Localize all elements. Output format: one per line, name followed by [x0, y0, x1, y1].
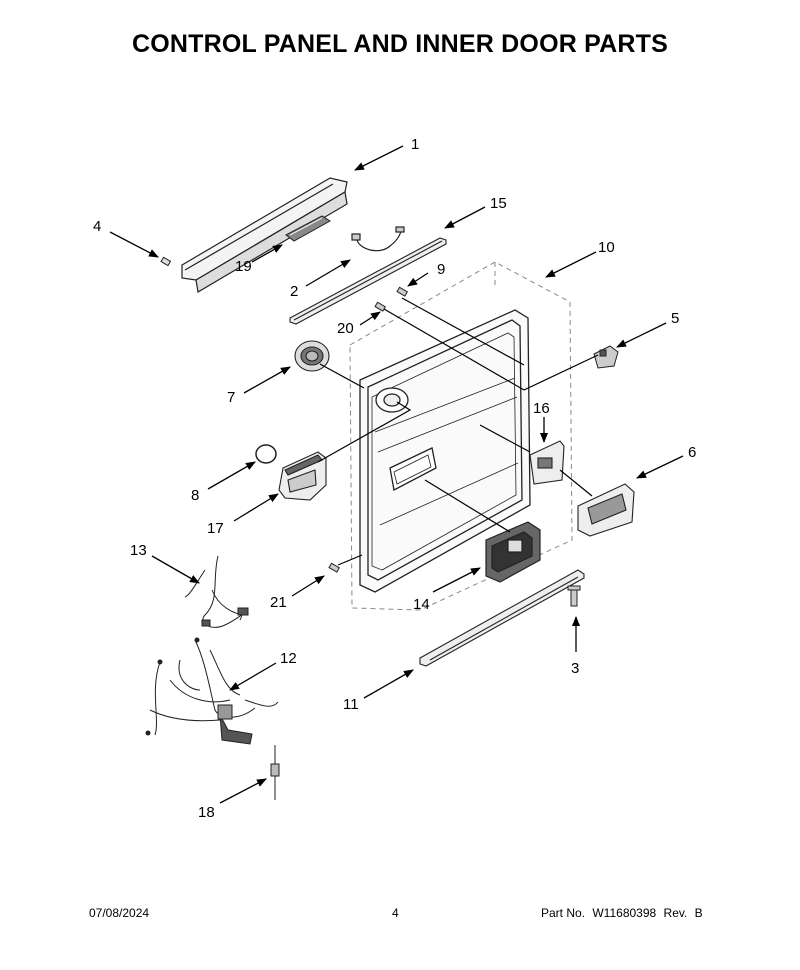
control-panel-console	[181, 177, 348, 293]
callout-11: 11	[343, 696, 359, 713]
rev-label: Rev.	[663, 906, 688, 920]
thermal-fuse	[270, 745, 280, 800]
footer-part-info: Part No. W11680398 Rev. B	[541, 906, 707, 920]
leader-lines	[317, 297, 599, 566]
dispenser-assembly	[278, 451, 327, 501]
callout-2: 2	[290, 283, 298, 300]
callout-5: 5	[671, 310, 679, 327]
vent-assembly	[294, 340, 330, 372]
rev-value: B	[694, 906, 703, 920]
footer-date: 07/08/2024	[89, 906, 150, 920]
door-latch	[593, 345, 619, 369]
callout-13: 13	[130, 542, 147, 559]
callout-numbers: 1 2 3 4 5 6 7 8 9 10 11 12 13 14 15 16 1…	[93, 136, 696, 821]
main-wire-harness	[145, 637, 279, 745]
callout-9: 9	[437, 261, 445, 278]
callout-8: 8	[191, 487, 199, 504]
screw-4	[160, 256, 172, 267]
outer-door-panel	[349, 261, 573, 611]
page-title: CONTROL PANEL AND INNER DOOR PARTS	[132, 30, 668, 58]
callout-20: 20	[337, 320, 354, 337]
callout-15: 15	[490, 195, 507, 212]
callout-16: 16	[533, 400, 550, 417]
user-interface-module	[285, 215, 331, 242]
callout-6: 6	[688, 444, 696, 461]
callout-21: 21	[270, 594, 287, 611]
screw-21	[328, 562, 341, 573]
callout-7: 7	[227, 389, 235, 406]
part-label: Part No.	[541, 906, 586, 920]
detergent-dispenser	[485, 521, 541, 583]
callout-19: 19	[235, 258, 252, 275]
callout-14: 14	[413, 596, 430, 613]
door-vent-strip	[289, 237, 447, 325]
footer-page-number: 4	[392, 906, 399, 920]
part-number: W11680398	[592, 906, 657, 920]
control-board	[577, 483, 635, 537]
wire-harness-13	[184, 555, 249, 628]
door-trim-strip	[419, 569, 585, 667]
screw-9	[396, 286, 409, 297]
wire-harness-small	[351, 226, 405, 252]
callout-arrows	[109, 145, 684, 804]
callout-1: 1	[411, 136, 419, 153]
gasket-ring	[255, 444, 277, 464]
screw-3	[567, 585, 581, 607]
screw-20	[374, 301, 387, 312]
callout-4: 4	[93, 218, 101, 235]
callout-10: 10	[598, 239, 615, 256]
callout-12: 12	[280, 650, 297, 667]
door-bracket	[529, 440, 565, 485]
callout-17: 17	[207, 520, 224, 537]
inner-door	[359, 309, 531, 593]
callout-18: 18	[198, 804, 215, 821]
callout-3: 3	[571, 660, 579, 677]
